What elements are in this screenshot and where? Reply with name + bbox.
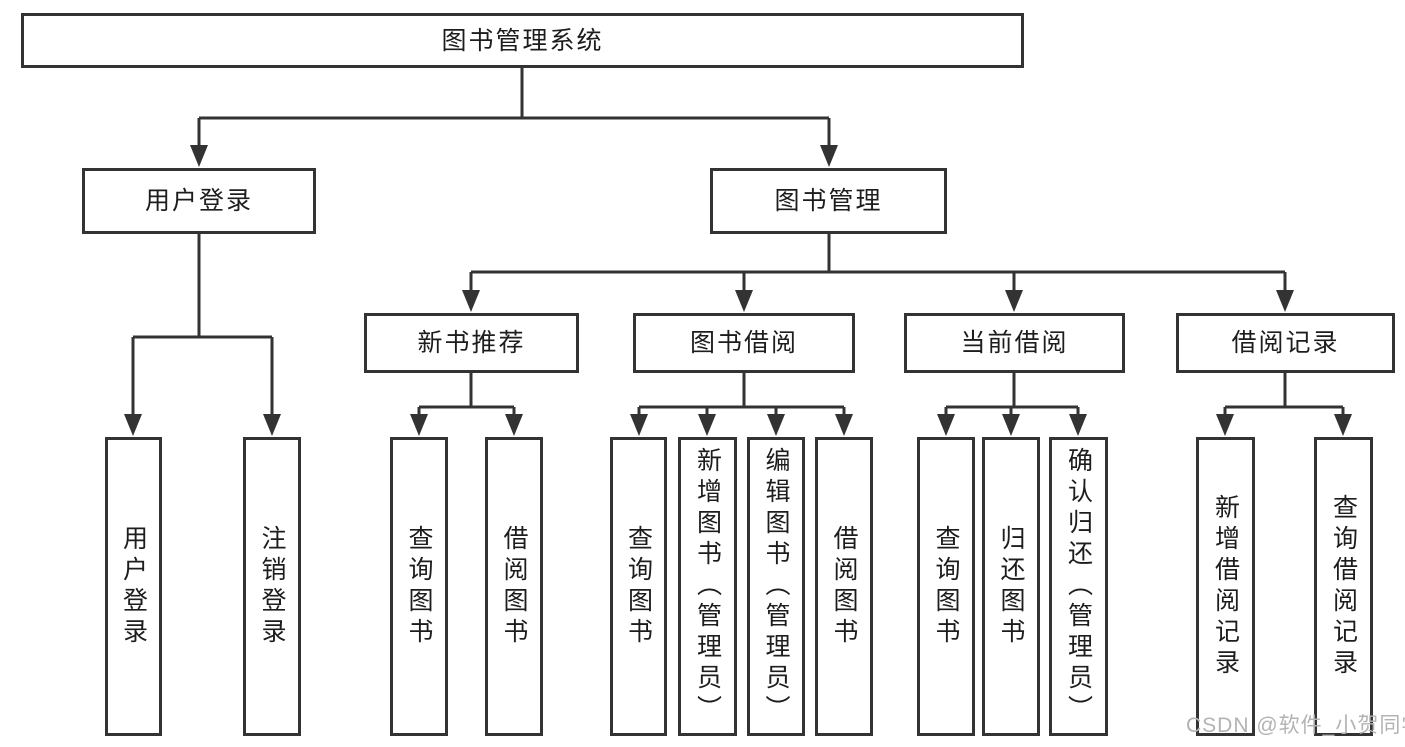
- node-label: 确认归还（管理员）: [1064, 447, 1093, 726]
- node-label: 查询图书: [624, 524, 653, 649]
- arrowhead: [630, 414, 648, 436]
- arrowhead: [462, 290, 480, 312]
- arrowhead: [767, 414, 785, 436]
- node-query-books-2: 查询图书: [610, 437, 667, 736]
- node-label: 新书推荐: [417, 329, 526, 357]
- arrowhead: [1069, 414, 1087, 436]
- arrowhead: [1216, 414, 1234, 436]
- connector-book-borrowing-to-children: [637, 373, 846, 420]
- arrowheads: [124, 145, 1352, 436]
- node-label: 注销登录: [258, 524, 286, 649]
- node-label: 编辑图书（管理员）: [762, 447, 790, 726]
- csdn-watermark: CSDN @软件_小贺同学: [1186, 714, 1405, 737]
- node-book-borrowing: 图书借阅: [633, 313, 855, 373]
- arrowhead: [190, 145, 208, 167]
- node-label: 查询图书: [405, 524, 433, 649]
- arrowhead: [410, 414, 428, 436]
- node-logout: 注销登录: [243, 437, 301, 736]
- arrowhead: [124, 414, 142, 436]
- arrowhead: [1334, 414, 1352, 436]
- node-new-book-recommendation: 新书推荐: [364, 313, 579, 373]
- connector-new-book-rec-to-children: [417, 373, 516, 420]
- node-label: 图书借阅: [689, 329, 798, 357]
- node-return-book: 归还图书: [982, 437, 1040, 736]
- arrowhead: [263, 414, 281, 436]
- node-edit-book-admin: 编辑图书（管理员）: [747, 437, 805, 736]
- node-label: 查询图书: [932, 524, 960, 649]
- connector-user-login-to-children: [131, 234, 274, 420]
- connector-book-management-to-level3: [469, 234, 1287, 296]
- node-label: 归还图书: [997, 524, 1025, 649]
- connector-current-borrowing-to-children: [944, 373, 1080, 420]
- arrowhead: [1005, 290, 1023, 312]
- node-label: 图书管理系统: [441, 26, 604, 55]
- node-query-books-3: 查询图书: [917, 437, 975, 736]
- node-query-borrow-record: 查询借阅记录: [1314, 437, 1373, 736]
- node-borrowing-records: 借阅记录: [1176, 313, 1395, 373]
- node-user-login: 用户登录: [105, 437, 162, 736]
- connector-root-to-level2: [197, 68, 831, 150]
- node-current-borrowing: 当前借阅: [904, 313, 1125, 373]
- node-query-books-1: 查询图书: [390, 437, 448, 736]
- node-label: 图书管理: [774, 187, 883, 215]
- arrowhead: [698, 414, 716, 436]
- node-label: 借阅图书: [500, 524, 528, 649]
- node-label: 当前借阅: [960, 329, 1069, 357]
- node-add-book-admin: 新增图书（管理员）: [678, 437, 737, 736]
- arrowhead: [1002, 414, 1020, 436]
- arrowhead: [835, 414, 853, 436]
- connector-borrow-records-to-children: [1223, 373, 1345, 420]
- node-library-management-system: 图书管理系统: [21, 13, 1024, 68]
- node-label: 借阅图书: [830, 524, 858, 649]
- node-borrow-books-2: 借阅图书: [815, 437, 873, 736]
- node-add-borrow-record: 新增借阅记录: [1196, 437, 1255, 736]
- node-book-management: 图书管理: [710, 168, 947, 234]
- node-label: 用户登录: [144, 187, 253, 215]
- arrowhead: [505, 414, 523, 436]
- node-label: 新增图书（管理员）: [693, 447, 722, 726]
- node-user-login-group: 用户登录: [82, 168, 316, 234]
- node-label: 新增借阅记录: [1211, 493, 1240, 680]
- arrowhead: [820, 145, 838, 167]
- node-borrow-books-1: 借阅图书: [485, 437, 543, 736]
- arrowhead: [937, 414, 955, 436]
- node-label: 用户登录: [119, 524, 148, 649]
- node-label: 查询借阅记录: [1329, 493, 1358, 680]
- arrowhead: [1276, 290, 1294, 312]
- node-confirm-return-admin: 确认归还（管理员）: [1049, 437, 1108, 736]
- arrowhead: [735, 290, 753, 312]
- node-label: 借阅记录: [1231, 329, 1340, 357]
